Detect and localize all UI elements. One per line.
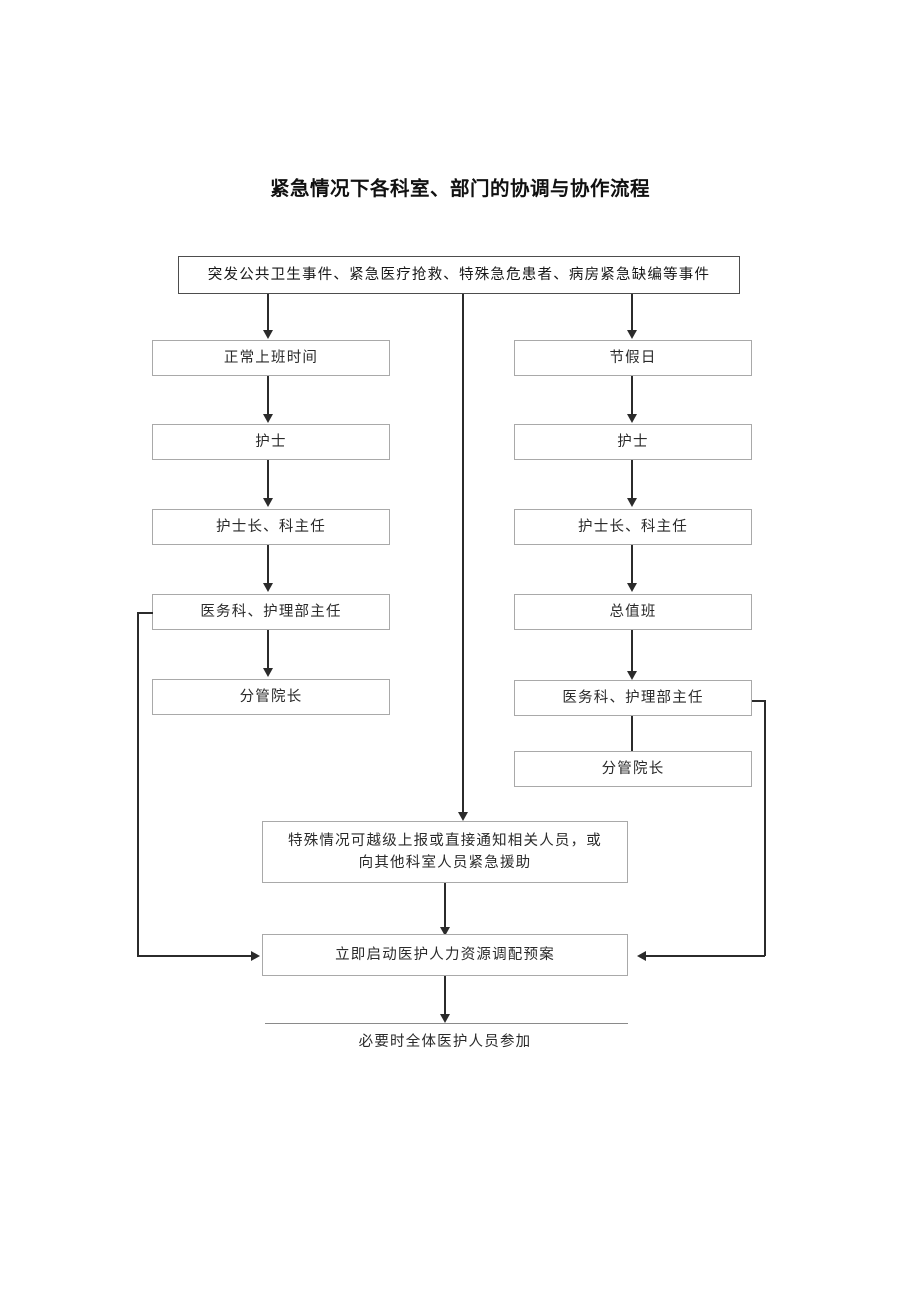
- footnote-all-staff: 必要时全体医护人员参加: [358, 1034, 532, 1050]
- connector-right-bypass-in: [646, 955, 765, 957]
- node-escalation-note: 特殊情况可越级上报或直接通知相关人员，或向其他科室人员紧急援助: [262, 821, 628, 883]
- connector-trigger-to-escalation: [462, 294, 464, 812]
- node-holiday-step-2: 护士长、科主任: [514, 509, 752, 545]
- arrowhead-weekday-0: [263, 414, 273, 423]
- connector-action-to-footnote: [444, 976, 446, 1014]
- connector-left-bypass-in: [137, 955, 251, 957]
- node-activate-plan: 立即启动医护人力资源调配预案: [262, 934, 628, 976]
- arrowhead-escalation-to-action: [440, 927, 450, 936]
- connector-holiday-4: [631, 716, 633, 751]
- arrowhead-holiday-1: [627, 498, 637, 507]
- node-weekday-step-4-label: 分管院长: [239, 688, 303, 705]
- node-holiday-step-1-label: 护士: [617, 433, 649, 450]
- node-weekday-step-1-label: 护士: [255, 433, 287, 450]
- connector-escalation-to-action: [444, 883, 446, 927]
- node-weekday-step-2: 护士长、科主任: [152, 509, 390, 545]
- node-weekday-step-4: 分管院长: [152, 679, 390, 715]
- arrowhead-weekday-1: [263, 498, 273, 507]
- connector-holiday-0: [631, 376, 633, 414]
- node-activate-plan-label: 立即启动医护人力资源调配预案: [335, 946, 555, 963]
- connector-right-bypass-out: [752, 700, 766, 702]
- arrowhead-action-to-footnote: [440, 1014, 450, 1023]
- arrowhead-weekday-3: [263, 668, 273, 677]
- footnote-rule: [265, 1023, 628, 1024]
- connector-weekday-2: [267, 545, 269, 583]
- node-weekday-step-3-label: 医务科、护理部主任: [200, 603, 342, 620]
- node-holiday-header: 节假日: [514, 340, 752, 376]
- node-holiday-step-4: 医务科、护理部主任: [514, 680, 752, 716]
- node-holiday-step-3: 总值班: [514, 594, 752, 630]
- connector-right-bypass-down: [764, 700, 766, 956]
- connector-weekday-1: [267, 460, 269, 498]
- arrowhead-right-bypass: [637, 951, 646, 961]
- connector-left-bypass-down: [137, 612, 139, 956]
- node-holiday-step-2-label: 护士长、科主任: [578, 518, 688, 535]
- node-holiday-step-5: 分管院长: [514, 751, 752, 787]
- arrowhead-trigger-to-weekday: [263, 330, 273, 339]
- arrowhead-holiday-2: [627, 583, 637, 592]
- escalation-line-1: 特殊情况可越级上报或直接通知相关人员，或: [288, 832, 602, 849]
- node-weekday-step-3: 医务科、护理部主任: [152, 594, 390, 630]
- node-holiday-step-3-label: 总值班: [609, 603, 657, 620]
- node-holiday-step-5-label: 分管院长: [601, 760, 665, 777]
- node-trigger: 突发公共卫生事件、紧急医疗抢救、特殊急危患者、病房紧急缺编等事件: [178, 256, 740, 294]
- connector-weekday-3: [267, 630, 269, 668]
- connector-holiday-3: [631, 630, 633, 671]
- node-weekday-step-1: 护士: [152, 424, 390, 460]
- node-weekday-step-2-label: 护士长、科主任: [216, 518, 326, 535]
- node-holiday-step-4-label: 医务科、护理部主任: [562, 689, 704, 706]
- connector-trigger-to-weekday: [267, 294, 269, 330]
- node-escalation-note-label: 特殊情况可越级上报或直接通知相关人员，或向其他科室人员紧急援助: [282, 830, 608, 875]
- escalation-line-2: 向其他科室人员紧急援助: [358, 855, 532, 871]
- node-trigger-label: 突发公共卫生事件、紧急医疗抢救、特殊急危患者、病房紧急缺编等事件: [207, 266, 711, 283]
- connector-holiday-1: [631, 460, 633, 498]
- node-weekday-header: 正常上班时间: [152, 340, 390, 376]
- connector-trigger-to-holiday: [631, 294, 633, 330]
- connector-holiday-2: [631, 545, 633, 583]
- arrowhead-holiday-3: [627, 671, 637, 680]
- arrowhead-trigger-to-holiday: [627, 330, 637, 339]
- node-weekday-header-label: 正常上班时间: [223, 349, 319, 366]
- arrowhead-weekday-2: [263, 583, 273, 592]
- page-title: 紧急情况下各科室、部门的协调与协作流程: [269, 178, 650, 200]
- arrowhead-trigger-to-escalation: [458, 812, 468, 821]
- node-holiday-step-1: 护士: [514, 424, 752, 460]
- connector-left-bypass-out: [137, 612, 153, 614]
- node-holiday-header-label: 节假日: [609, 349, 657, 366]
- connector-weekday-0: [267, 376, 269, 414]
- arrowhead-left-bypass: [251, 951, 260, 961]
- arrowhead-holiday-0: [627, 414, 637, 423]
